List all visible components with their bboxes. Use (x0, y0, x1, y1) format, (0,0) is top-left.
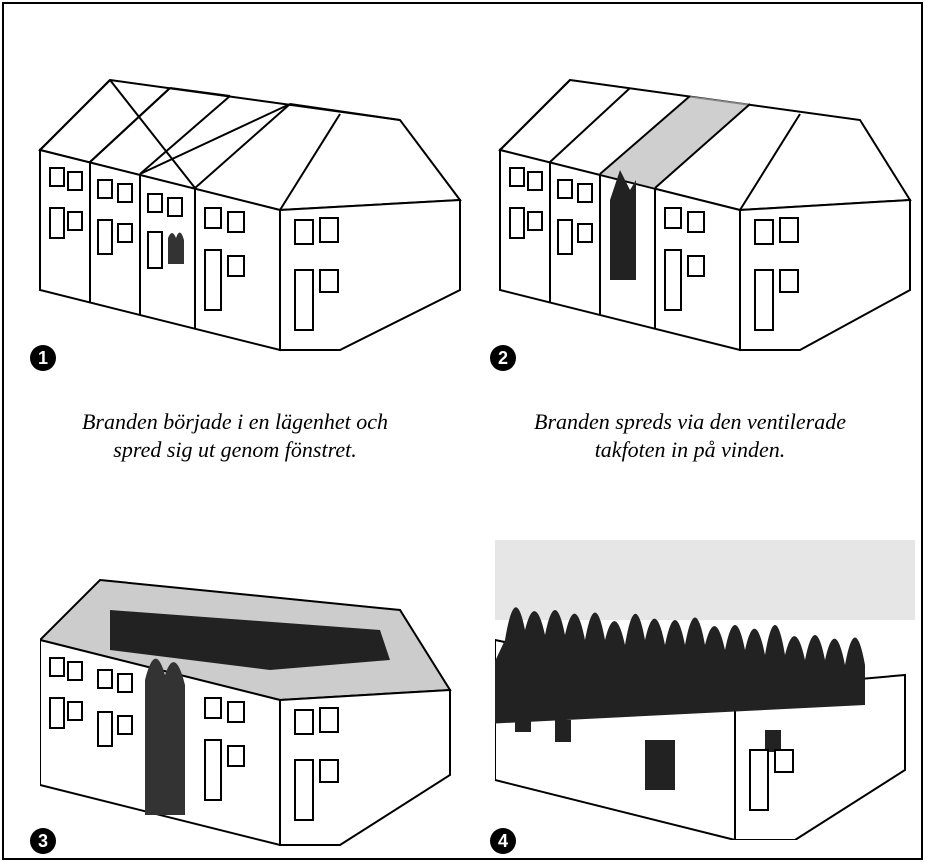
smoke-cloud-4 (495, 540, 915, 620)
step-2-badge: 2 (490, 345, 516, 371)
fire-flame-3 (145, 658, 185, 815)
flames-4 (495, 607, 865, 790)
building-drawing-2 (498, 78, 912, 352)
smoke-band-3 (110, 610, 390, 670)
step-2-caption: Branden spreds via den ventilerade takfo… (490, 408, 890, 464)
step-1-caption-line-2: spred sig ut genom fönstret. (113, 437, 357, 462)
building-drawing-4 (495, 540, 915, 840)
step-3-illustration (40, 570, 470, 860)
step-3-badge: 3 (30, 828, 56, 854)
step-2-caption-line-1: Branden spreds via den ventilerade (534, 409, 846, 434)
fire-flame-1 (168, 232, 184, 264)
step-1-illustration (30, 70, 470, 370)
step-4-illustration (495, 540, 915, 840)
step-1-caption-line-1: Branden började i en lägenhet och (81, 409, 389, 434)
fire-plume-2 (610, 170, 636, 280)
step-1-caption: Branden började i en lägenhet och spred … (35, 408, 435, 464)
building-drawing-1 (38, 78, 462, 352)
step-4-badge: 4 (490, 828, 516, 854)
building-drawing-3 (40, 578, 452, 847)
step-2-caption-line-2: takfoten in på vinden. (594, 437, 786, 462)
step-1-badge: 1 (30, 345, 56, 371)
step-2-illustration (490, 70, 920, 370)
